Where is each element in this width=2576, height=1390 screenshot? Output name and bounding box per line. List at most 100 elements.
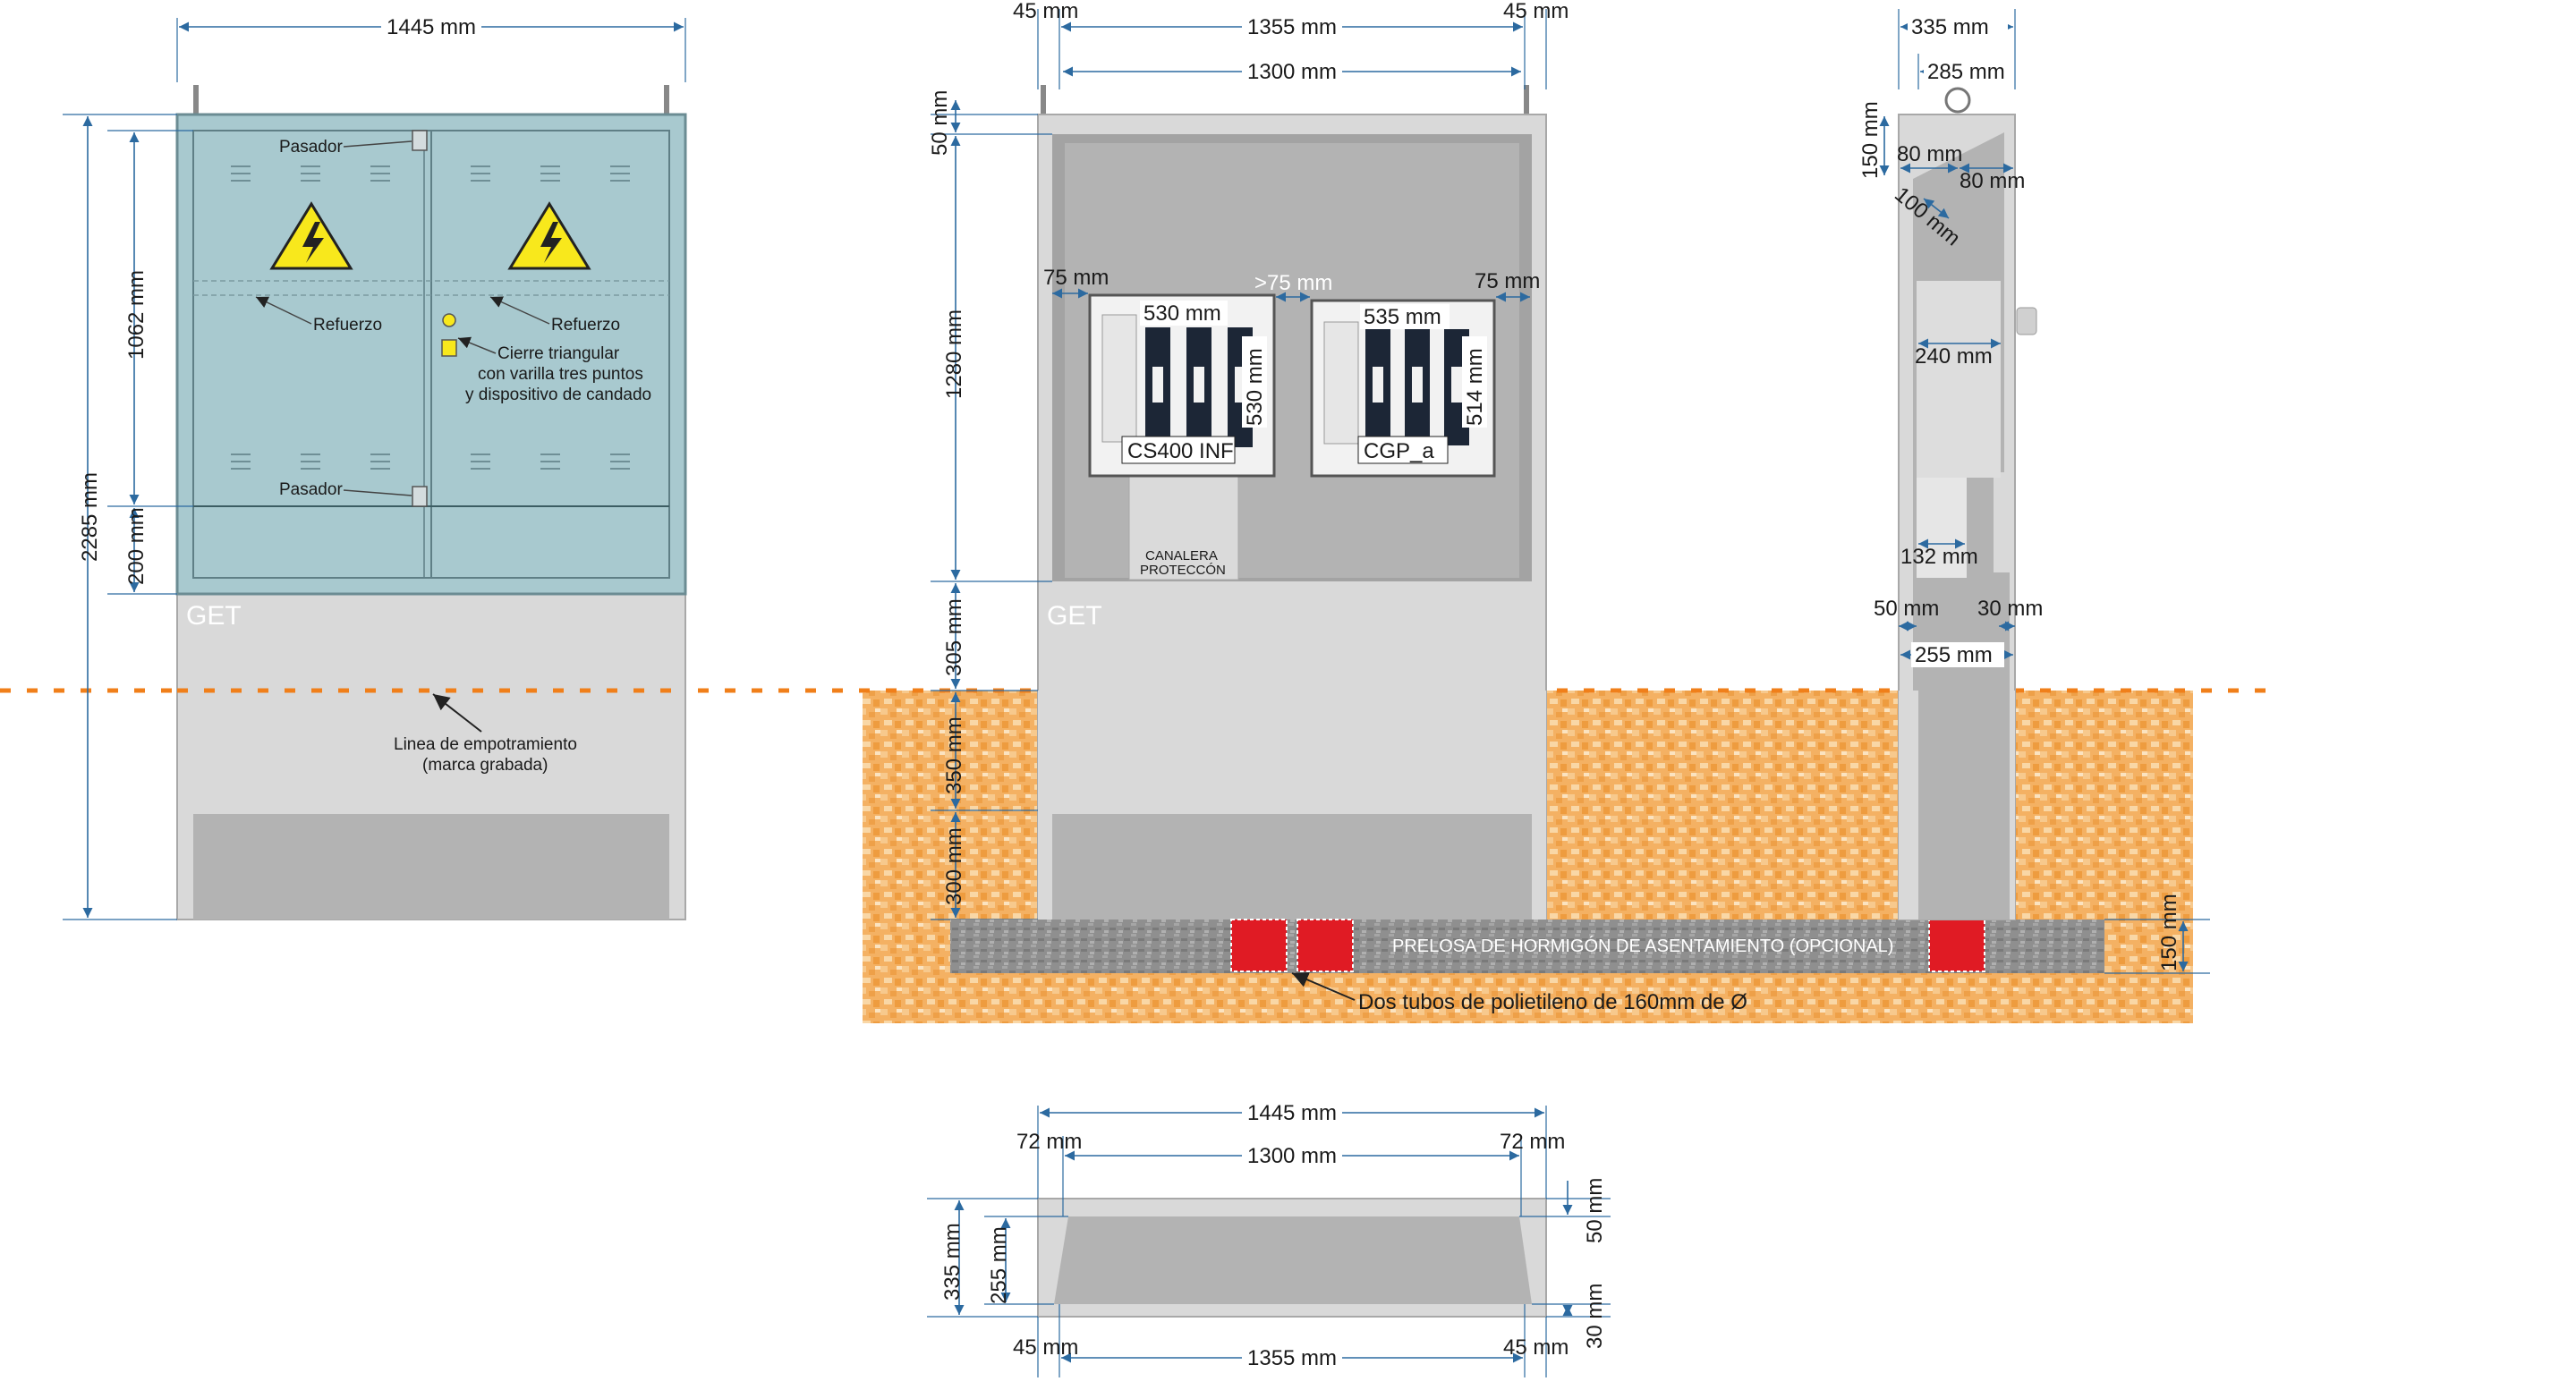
dim-door-height-label: 1062 mm (124, 270, 149, 360)
dim-front-height-label: 2285 mm (78, 472, 102, 562)
cgp-label: CGP_a (1364, 439, 1434, 463)
dim-door-bottom-label: 200 mm (124, 507, 149, 585)
side-lifting-ring (1944, 87, 1971, 114)
cs400-label: CS400 INF (1127, 439, 1234, 463)
refuerzo-left-leader (255, 296, 312, 325)
dim-slab-150-label: 150 mm (2157, 894, 2181, 971)
pasador-top-label: Pasador (279, 138, 343, 157)
dim-u-530w-bg (1140, 301, 1228, 326)
dim-u-75-left-label: 75 mm (1043, 266, 1109, 290)
dim-c-1280-label: 1280 mm (942, 309, 966, 399)
side-below-inner (1918, 691, 2010, 920)
dim-front-width-label: 1445 mm (387, 15, 476, 39)
dim-s-335-bg (1908, 14, 2008, 39)
prelosa-label: PRELOSA DE HORMIGÓN DE ASENTAMIENTO (OPC… (1392, 936, 1893, 956)
warning-sign-right (507, 201, 591, 270)
dim-s-80b-label: 80 mm (1960, 169, 2025, 193)
cgp-unit (1310, 299, 1496, 478)
dim-s-50-label: 50 mm (1874, 597, 1939, 621)
dim-c-350-label: 350 mm (942, 716, 966, 794)
dim-c-1300-label: 1300 mm (1247, 60, 1337, 84)
dim-u-530w-label: 530 mm (1143, 301, 1221, 326)
dim-s-285-label: 285 mm (1927, 60, 2005, 84)
refuerzo-left-label: Refuerzo (313, 316, 382, 335)
canalera-box (1128, 473, 1239, 581)
dim-u-535w-bg (1360, 304, 1450, 329)
front-view-closed: GET Pasador Pasador Refuerzo Refuerzo Ci… (63, 14, 687, 920)
lock-triangle (442, 313, 456, 327)
dim-s-80a-label: 80 mm (1897, 142, 1962, 166)
dim-u-530h-label: 530 mm (1243, 348, 1267, 426)
get-logo-front: GET (186, 601, 242, 631)
hinge-pin-bottom (412, 486, 428, 507)
vent-slots-front (231, 165, 630, 470)
dim-s-255-label: 255 mm (1915, 643, 1993, 667)
cierre-label-3: y dispositivo de candado (465, 386, 651, 404)
pasador-bottom-leader (343, 489, 412, 496)
dim-u-75-right-label: 75 mm (1475, 269, 1540, 293)
bottom-recess (193, 814, 669, 920)
dim-p-1300-bg (1242, 1143, 1342, 1168)
side-equipment-2 (1917, 478, 1967, 578)
cierre-leader (457, 336, 497, 354)
dim-u-gt75-label: >75 mm (1254, 271, 1332, 295)
pasador-top-leader (343, 140, 412, 148)
dim-front-width-bg (381, 14, 481, 39)
dim-c-45-right-label: 45 mm (1503, 0, 1569, 23)
side-latch (2016, 307, 2037, 335)
plan-view: 1445 mm 72 mm 72 mm 1300 mm 1355 mm 45 m… (927, 1100, 1611, 1377)
tube-3 (1928, 919, 1985, 972)
dim-p-335-label: 335 mm (940, 1223, 965, 1301)
get-logo-open: GET (1047, 601, 1102, 631)
canalera-label-1: CANALERA (1145, 548, 1218, 564)
canalera-label-2: PROTECCÓN (1140, 563, 1226, 578)
dim-u-530h-bg (1242, 336, 1267, 428)
dim-p-50-label: 50 mm (1583, 1178, 1607, 1243)
dim-s-285-bg (1924, 59, 2013, 84)
tubos-label: Dos tubos de polietileno de 160mm de Ø (1358, 990, 1747, 1014)
dim-u-514h-label: 514 mm (1463, 348, 1487, 426)
dim-s-30-label: 30 mm (1977, 597, 2043, 621)
dim-p-45-right-label: 45 mm (1503, 1335, 1569, 1360)
dim-p-30-label: 30 mm (1583, 1284, 1607, 1349)
cs400-label-box (1121, 436, 1236, 464)
empotramiento-label-2: (marca grabada) (422, 756, 548, 775)
dim-s-132-label: 132 mm (1900, 545, 1978, 569)
empotramiento-label-1: Linea de empotramiento (394, 735, 577, 754)
empotramiento-leader (432, 693, 482, 733)
hinge-pin-top (412, 130, 428, 151)
dim-c-45-left-label: 45 mm (1013, 0, 1078, 23)
dim-s-335-label: 335 mm (1911, 15, 1989, 39)
dim-c-300-label: 300 mm (942, 827, 966, 905)
dim-s-100 (1923, 198, 1950, 219)
front-view-open: CANALERA PROTECCÓN CS400 INF CGP_a (928, 0, 1569, 920)
dim-p-1445-bg (1242, 1100, 1342, 1125)
dim-p-1355-label: 1355 mm (1247, 1346, 1337, 1370)
tube-2 (1297, 919, 1354, 972)
dim-s-150-label: 150 mm (1858, 101, 1883, 179)
dim-p-72-right-label: 72 mm (1500, 1130, 1565, 1154)
slab-body (950, 920, 2104, 973)
dim-p-1445-label: 1445 mm (1247, 1101, 1337, 1125)
dim-c-50-label: 50 mm (928, 90, 952, 156)
dim-c-1300-bg (1242, 59, 1342, 84)
tube-1 (1230, 919, 1288, 972)
tubos-leader (1291, 971, 1356, 1001)
cabinet-c-below-recess (1052, 814, 1532, 920)
dim-u-514h-bg (1462, 336, 1487, 428)
side-view: 335 mm 285 mm 150 mm 80 mm 80 mm 100 mm … (1858, 9, 2043, 920)
cierre-label-1: Cierre triangular (497, 344, 620, 363)
dim-c-1355-label: 1355 mm (1247, 15, 1337, 39)
dim-u-535w-label: 535 mm (1364, 305, 1441, 329)
dim-p-1355-bg (1242, 1345, 1342, 1370)
dim-c-305-label: 305 mm (942, 598, 966, 676)
warning-sign-left (269, 201, 353, 270)
dim-s-255-bg (1911, 642, 2004, 667)
cierre-label-2: con varilla tres puntos (478, 365, 643, 384)
refuerzo-right-label: Refuerzo (551, 316, 620, 335)
padlock-device (441, 339, 457, 357)
dim-p-255-label: 255 mm (987, 1226, 1011, 1304)
foundation-slab: PRELOSA DE HORMIGÓN DE ASENTAMIENTO (OPC… (950, 894, 2210, 1014)
